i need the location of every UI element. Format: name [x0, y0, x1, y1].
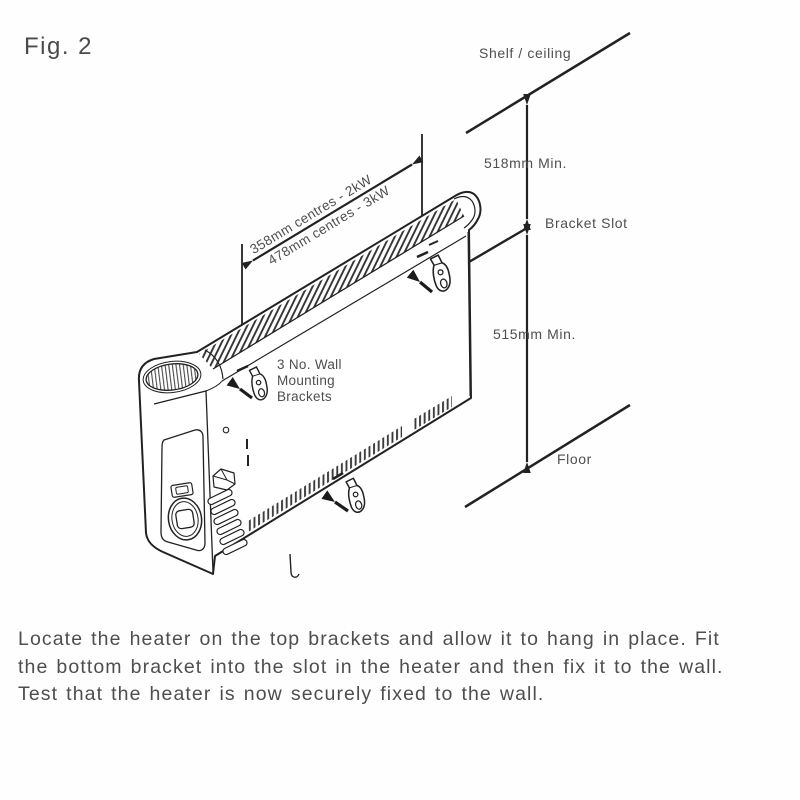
wall-brackets-label-line3: Brackets — [277, 389, 332, 405]
bottom-vent-row — [248, 426, 402, 532]
rear-face-top-edge — [221, 235, 467, 382]
wall-mounting-brackets — [226, 252, 454, 515]
caption-line: the bottom bracket into the slot in the … — [18, 655, 724, 678]
bracket-arrow-top-right — [406, 269, 434, 294]
bottom-bracket-slot — [332, 471, 344, 481]
screw-detail — [222, 426, 230, 434]
handle-recess — [142, 360, 202, 394]
bracket-slots — [236, 240, 439, 481]
top-right-bracket-slot — [416, 250, 429, 259]
caption-line: Test that the heater is now securely fix… — [18, 683, 545, 705]
reference-lines — [464, 31, 631, 509]
figure-label: Fig. 2 — [24, 33, 94, 60]
power-switch — [170, 482, 194, 498]
mains-cable — [289, 553, 300, 578]
centres-dimension-arrow — [241, 155, 424, 270]
top-grille — [199, 199, 464, 369]
bracket-arrow-bottom — [321, 490, 349, 513]
floor-label: Floor — [557, 451, 592, 467]
caption-line: Locate the heater on the top brackets an… — [18, 628, 720, 650]
top-clearance-label: 518mm Min. — [484, 155, 568, 171]
side-louvre-vents — [207, 488, 248, 556]
wall-bracket-bottom — [343, 476, 369, 515]
heater-illustration — [137, 190, 482, 578]
wall-brackets-label-line2: Mounting — [277, 373, 335, 389]
floor-line — [464, 403, 631, 509]
left-cap-seam — [204, 349, 224, 380]
bracket-arrow-top-left — [226, 377, 253, 400]
shelf-ceiling-line — [465, 31, 631, 135]
instruction-caption: Locate the heater on the top brackets an… — [18, 626, 724, 709]
bottom-clearance-label: 515mm Min. — [493, 326, 577, 342]
top-left-bracket-slot — [236, 364, 249, 373]
bottom-vent-row-right — [414, 396, 452, 430]
shelf-ceiling-label: Shelf / ceiling — [479, 45, 572, 61]
end-cap-inner-curve — [453, 195, 476, 229]
bracket-slot-label: Bracket Slot — [545, 215, 628, 231]
wall-brackets-label-line1: 3 No. Wall — [277, 357, 342, 372]
thermostat-knob — [167, 497, 203, 541]
wall-brackets-label: 3 No. Wall Mounting Brackets — [277, 357, 342, 406]
